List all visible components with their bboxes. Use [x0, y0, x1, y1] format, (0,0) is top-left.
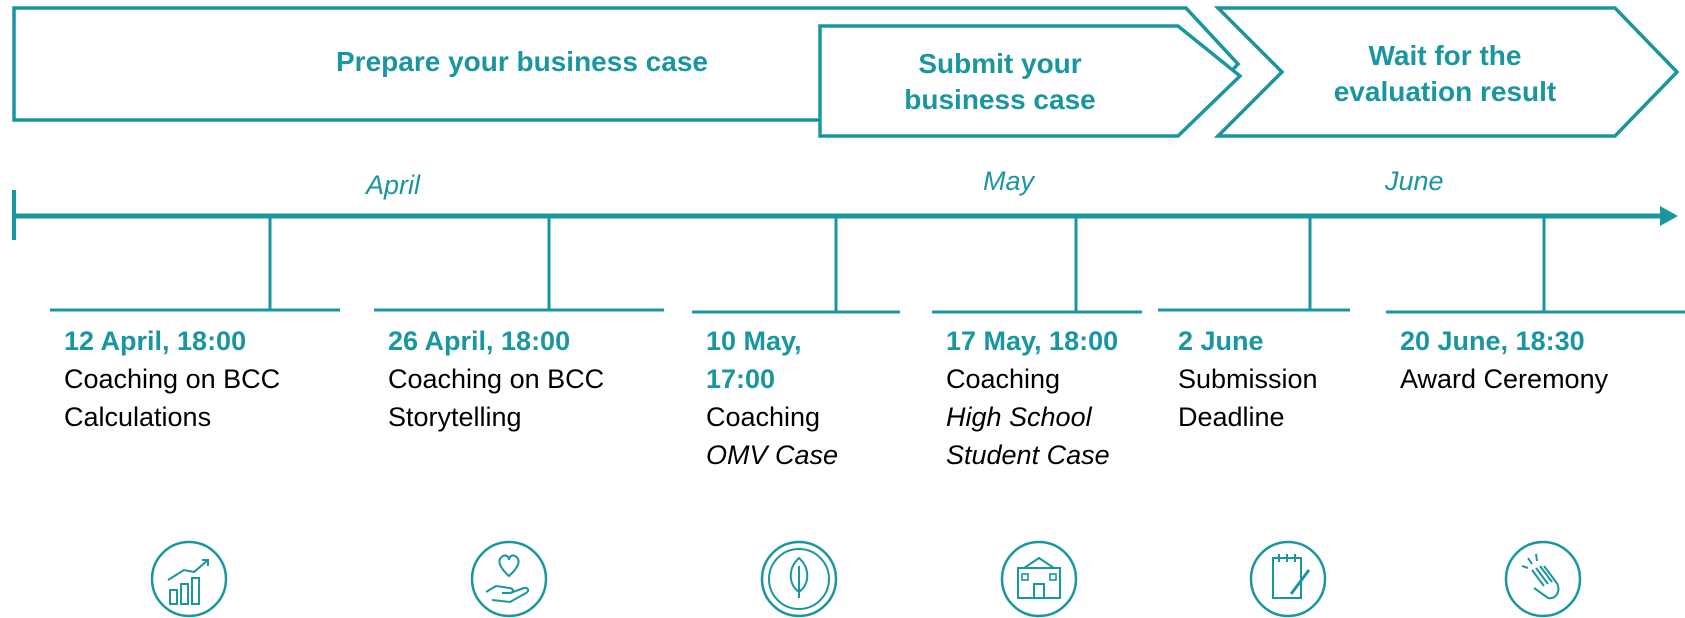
event-2-june: 2 June Submission Deadline: [1178, 322, 1318, 436]
event-title: Storytelling: [388, 402, 522, 432]
event-title: Coaching: [946, 364, 1061, 394]
school-building-icon: [1000, 540, 1078, 618]
phase-label-submit: Submit your business case: [860, 46, 1140, 118]
event-date: 26 April, 18:00: [388, 326, 571, 356]
event-date: 10 May,: [706, 326, 802, 356]
event-title: Submission: [1178, 364, 1318, 394]
phase-submit-line1: Submit your: [918, 48, 1082, 79]
event-26-april: 26 April, 18:00 Coaching on BCC Storytel…: [388, 322, 604, 436]
phase-label-wait: Wait for the evaluation result: [1290, 38, 1600, 110]
clapping-hands-icon: [1504, 540, 1582, 618]
phase-label-prepare: Prepare your business case: [262, 44, 782, 80]
phase-arrow-wait: [1213, 6, 1680, 138]
event-title: OMV Case: [706, 440, 839, 470]
event-title: Coaching on BCC: [64, 364, 281, 394]
event-title: High School: [946, 402, 1092, 432]
event-date: 17:00: [706, 364, 776, 394]
event-date: 20 June, 18:30: [1400, 326, 1585, 356]
event-title: Coaching: [706, 402, 821, 432]
growth-chart-icon: [150, 540, 228, 618]
event-title: Deadline: [1178, 402, 1285, 432]
month-label-june: June: [1385, 166, 1444, 196]
event-title: Award Ceremony: [1400, 364, 1609, 394]
timeline-arrowhead: [1660, 206, 1678, 226]
phase-arrow-submit: [818, 24, 1243, 138]
notepad-pen-icon: [1249, 540, 1327, 618]
event-date: 2 June: [1178, 326, 1264, 356]
heart-in-hand-icon: [470, 540, 548, 618]
event-12-april: 12 April, 18:00 Coaching on BCC Calculat…: [64, 322, 280, 436]
event-date: 12 April, 18:00: [64, 326, 247, 356]
leaf-plug-icon: [760, 540, 838, 618]
event-title: Coaching on BCC: [388, 364, 605, 394]
event-title: Student Case: [946, 440, 1110, 470]
phase-wait-line1: Wait for the: [1368, 40, 1522, 71]
phase-wait-line2: evaluation result: [1333, 76, 1557, 107]
event-10-may: 10 May, 17:00 Coaching OMV Case: [706, 322, 838, 474]
event-20-june: 20 June, 18:30 Award Ceremony: [1400, 322, 1608, 398]
event-title: Calculations: [64, 402, 212, 432]
month-label-april: April: [366, 170, 421, 200]
phase-submit-line2: business case: [904, 84, 1096, 115]
event-date: 17 May, 18:00: [946, 326, 1119, 356]
event-17-may: 17 May, 18:00 Coaching High School Stude…: [946, 322, 1118, 474]
phase-prepare-text: Prepare your business case: [336, 46, 708, 77]
month-label-may: May: [983, 166, 1035, 196]
